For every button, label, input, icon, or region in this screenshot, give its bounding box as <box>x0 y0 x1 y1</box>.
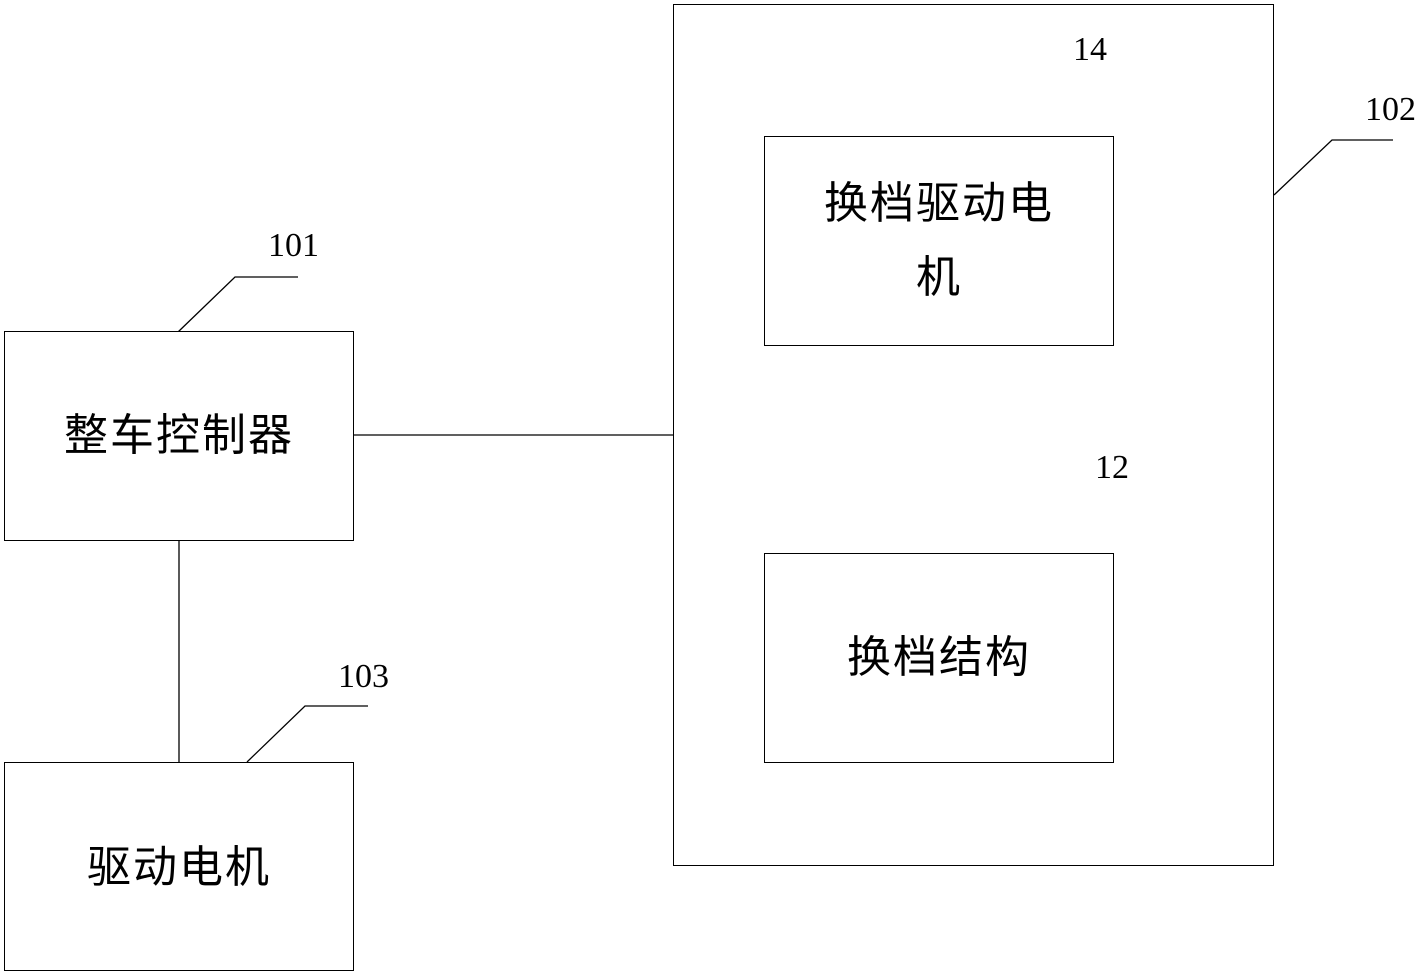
shift-drive-motor-label-line2: 机 <box>916 252 962 303</box>
ref-number-12: 12 <box>1095 449 1129 486</box>
leader-line-101 <box>177 276 298 333</box>
ref-number-101: 101 <box>268 227 319 264</box>
ref-number-103: 103 <box>338 658 389 695</box>
vehicle-controller-box: 整车控制器 <box>4 331 354 541</box>
shift-structure-label: 换档结构 <box>847 632 1031 683</box>
leader-line-103 <box>246 705 368 763</box>
shift-drive-motor-box: 换档驱动电 机 <box>764 136 1114 346</box>
leader-line-102 <box>1273 139 1393 196</box>
drive-motor-label: 驱动电机 <box>87 842 271 893</box>
shift-drive-motor-label-line1: 换档驱动电 <box>824 178 1054 229</box>
vehicle-controller-label: 整车控制器 <box>64 410 294 461</box>
ref-number-14: 14 <box>1073 31 1107 68</box>
drive-motor-box: 驱动电机 <box>4 762 354 971</box>
ref-number-102: 102 <box>1365 91 1416 128</box>
shift-structure-box: 换档结构 <box>764 553 1114 763</box>
